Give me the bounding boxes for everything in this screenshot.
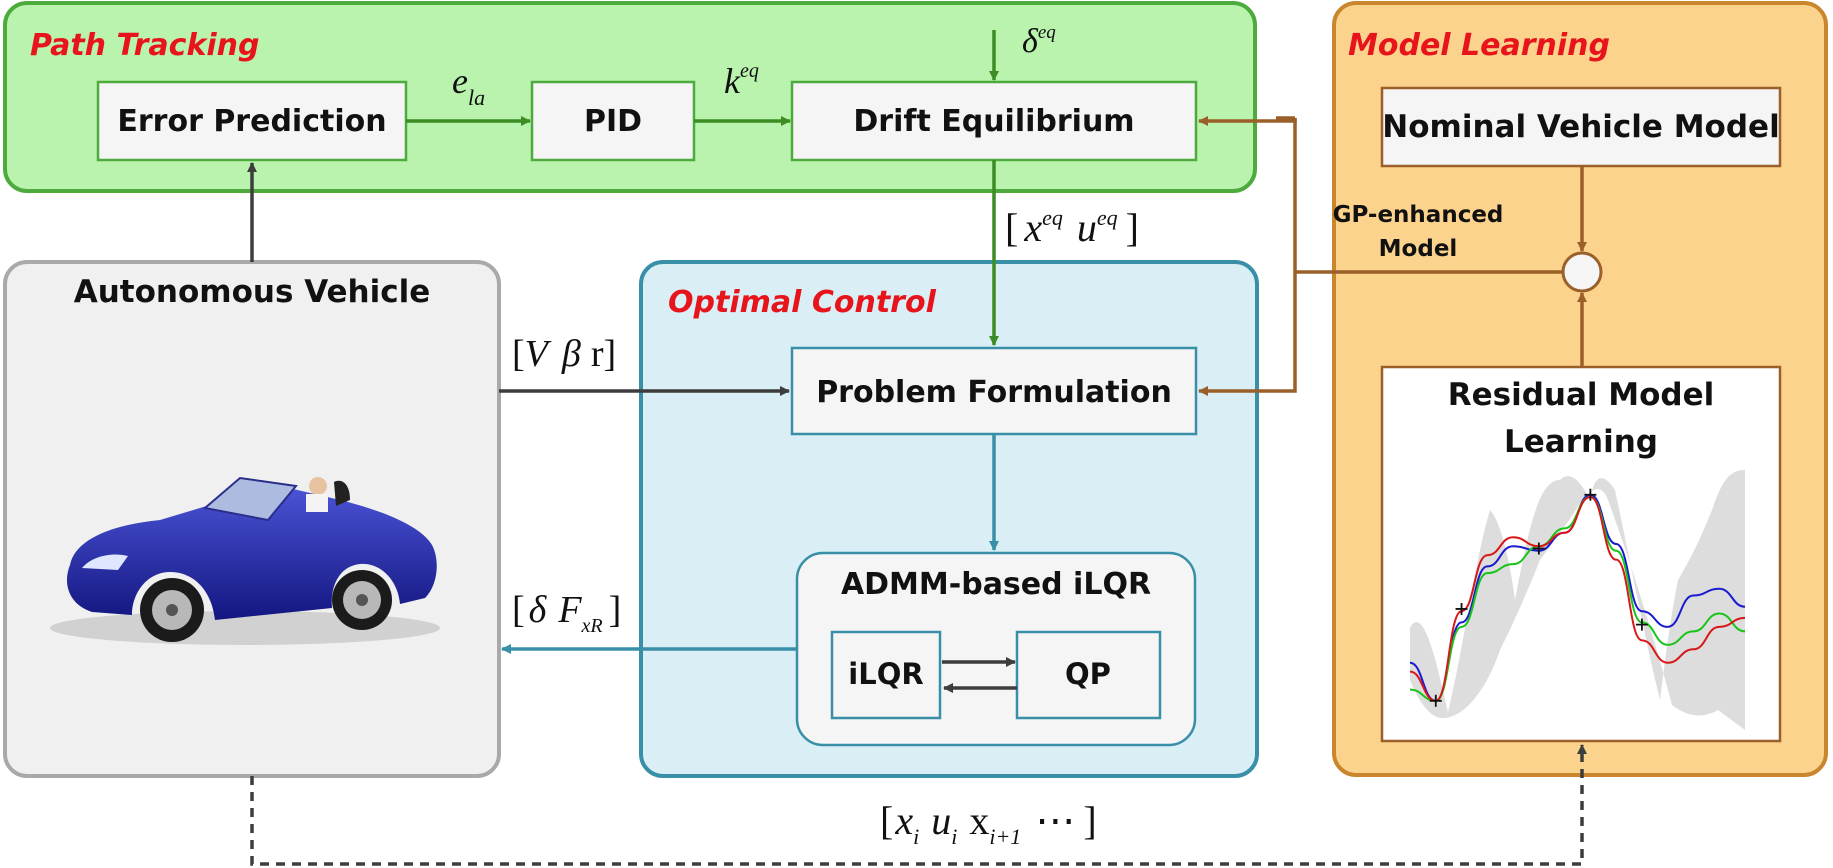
gp-observation-marker-3 — [1584, 488, 1597, 501]
qp-label: QP — [1065, 657, 1111, 691]
residual-model-learning-block: Residual Model Learning — [1380, 365, 1782, 743]
label-e-la: ela — [452, 61, 485, 110]
gp-observation-marker-0 — [1429, 694, 1442, 707]
autonomous-vehicle-group: Autonomous Vehicle — [3, 260, 501, 778]
label-k-eq: keq — [724, 60, 759, 101]
car-icon — [50, 476, 440, 645]
sum-icon — [1561, 251, 1603, 293]
ilqr-block: iLQR — [830, 630, 942, 720]
admm-ilqr-block: ADMM-based iLQR iLQR QP — [795, 551, 1197, 747]
gp-observation-marker-1 — [1455, 602, 1468, 615]
gp-enhanced-label-line2: Model — [1379, 236, 1458, 262]
model-learning-title: Model Learning — [1348, 28, 1610, 63]
gp-observation-marker-2 — [1532, 542, 1545, 555]
label-delta-eq: δeq — [1022, 22, 1056, 60]
optimal-control-group: Optimal Control Problem Formulation ADMM… — [639, 260, 1259, 778]
gp-plot-icon — [1409, 470, 1746, 730]
gp-enhanced-label-line1: GP-enhanced — [1333, 202, 1504, 228]
optimal-control-title: Optimal Control — [668, 285, 937, 320]
arrow-data-to-residual-learning — [250, 744, 1587, 866]
path-tracking-group: Path Tracking Error Prediction PID Drift… — [3, 1, 1257, 193]
drift-equilibrium-label: Drift Equilibrium — [853, 104, 1134, 139]
nominal-vehicle-model-block: Nominal Vehicle Model — [1380, 86, 1782, 168]
problem-formulation-block: Problem Formulation — [790, 346, 1198, 436]
pid-label: PID — [584, 104, 642, 139]
residual-model-label-line1: Residual Model — [1448, 377, 1715, 413]
ilqr-label: iLQR — [848, 657, 923, 691]
path-tracking-title: Path Tracking — [30, 28, 260, 63]
nominal-vehicle-model-label: Nominal Vehicle Model — [1382, 109, 1779, 145]
error-prediction-block: Error Prediction — [96, 80, 408, 162]
model-learning-group: Model Learning Nominal Vehicle Model GP-… — [1332, 1, 1828, 777]
arrow-gp-to-problem — [1198, 118, 1297, 396]
error-prediction-label: Error Prediction — [117, 104, 386, 139]
qp-block: QP — [1015, 630, 1162, 720]
drift-equilibrium-block: Drift Equilibrium — [790, 80, 1198, 162]
gp-confidence-band — [1410, 470, 1745, 730]
gp-observation-marker-4 — [1635, 618, 1648, 631]
pid-block: PID — [530, 80, 696, 162]
autonomous-vehicle-title: Autonomous Vehicle — [74, 274, 431, 310]
admm-ilqr-label: ADMM-based iLQR — [841, 567, 1151, 602]
problem-formulation-label: Problem Formulation — [816, 375, 1172, 410]
residual-model-label-line2: Learning — [1504, 424, 1658, 460]
